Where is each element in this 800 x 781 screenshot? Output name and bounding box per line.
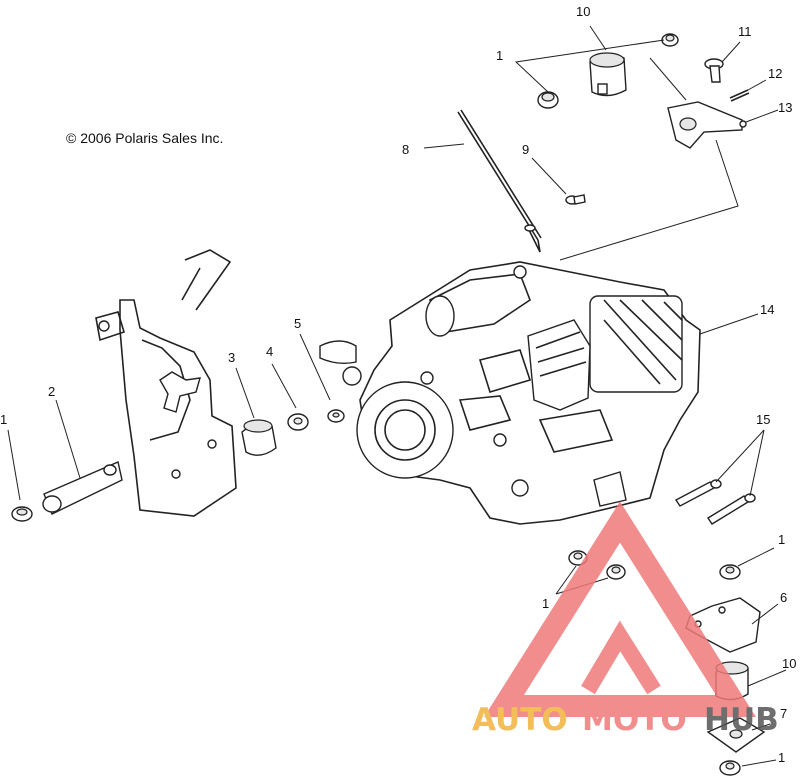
- callout-10-top: 10: [576, 4, 590, 19]
- callout-1-middle: 1: [542, 596, 549, 611]
- callout-4: 4: [266, 344, 273, 359]
- nut-right-upper: [719, 564, 741, 580]
- pin-12: [729, 89, 750, 102]
- nut-top-right: [661, 33, 679, 47]
- plate-2: [42, 461, 123, 515]
- callout-11: 11: [738, 24, 752, 39]
- callout-13: 13: [778, 100, 792, 115]
- bracket-13: [667, 101, 747, 149]
- watermark-text-auto: AUTO: [472, 702, 568, 738]
- watermark-text-moto: MOTO: [582, 702, 687, 738]
- bolt-11: [704, 58, 724, 83]
- rubber-mount-top: [589, 52, 627, 97]
- washer-5: [327, 409, 345, 423]
- callout-1-bottom: 1: [778, 750, 785, 765]
- watermark-text-hub: HUB: [704, 702, 779, 738]
- rod-8: [457, 109, 542, 253]
- washer-1-left: [11, 506, 33, 522]
- copyright-text: © 2006 Polaris Sales Inc.: [66, 130, 223, 146]
- callout-15: 15: [756, 412, 770, 427]
- callout-1-left: 1: [0, 412, 7, 427]
- frame-bracket: [95, 249, 237, 517]
- long-bolts-15: [674, 479, 756, 525]
- washer-4: [287, 413, 309, 431]
- callout-3: 3: [228, 350, 235, 365]
- engine-assembly: [319, 261, 701, 525]
- callout-6: 6: [780, 590, 787, 605]
- callout-7: 7: [780, 706, 787, 721]
- watermark-logo: AUTO MOTO HUB: [472, 501, 779, 738]
- bolt-9: [565, 194, 586, 205]
- callout-1-top: 1: [496, 48, 503, 63]
- callout-5: 5: [294, 316, 301, 331]
- nut-bottom: [719, 760, 741, 776]
- callouts: 1 10 11 12 13 8 9 14 5 4 3 2 1 15 1 6 1 …: [0, 4, 796, 765]
- callout-2: 2: [48, 384, 55, 399]
- plate-7: [706, 717, 766, 753]
- callout-8: 8: [402, 142, 409, 157]
- spacer-3: [241, 419, 277, 456]
- callout-1-right: 1: [778, 532, 785, 547]
- nut-top-left: [537, 91, 559, 109]
- callout-12: 12: [768, 66, 782, 81]
- callout-14: 14: [760, 302, 774, 317]
- callout-9: 9: [522, 142, 529, 157]
- callout-10-bottom: 10: [782, 656, 796, 671]
